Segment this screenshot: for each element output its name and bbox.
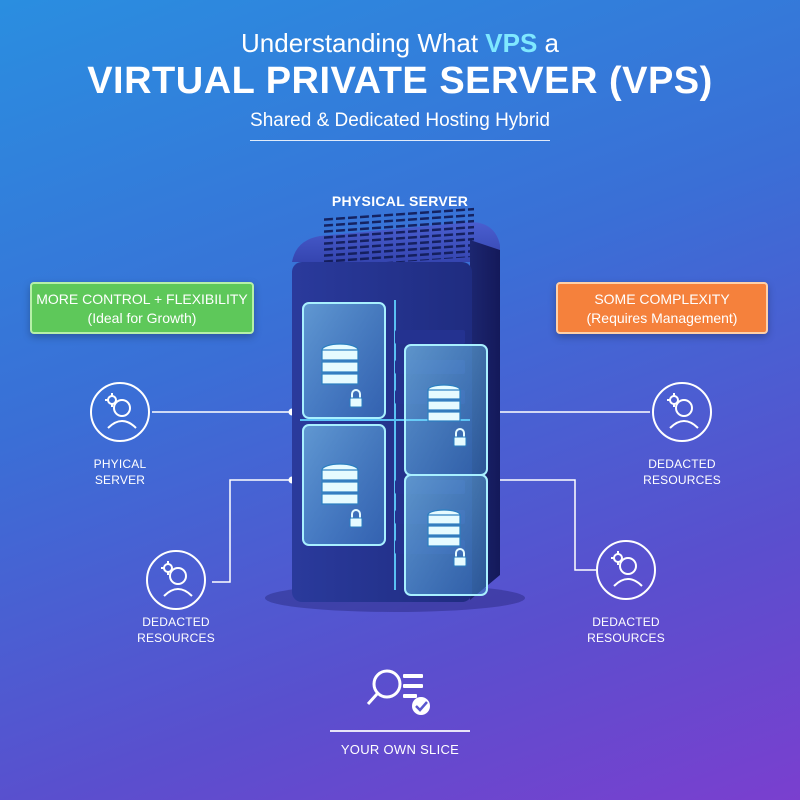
node-right-bottom-line2: RESOURCES — [587, 631, 665, 645]
lock-icon — [349, 389, 363, 408]
user-gear-icon — [90, 382, 150, 442]
node-right-top-line1: DEDACTED — [648, 457, 716, 471]
user-gear-icon — [652, 382, 712, 442]
page-title: VIRTUAL PRIVATE SERVER (VPS) — [87, 60, 713, 102]
node-left-bottom-label: DEDACTED RESOURCES — [111, 614, 241, 646]
node-right-top-line2: RESOURCES — [643, 473, 721, 487]
con-badge-subtitle: (Requires Management) — [586, 310, 738, 326]
user-gear-icon — [146, 550, 206, 610]
page-subtitle: Shared & Dedicated Hosting Hybrid — [0, 110, 800, 141]
node-left-top-line1: PHYICAL — [93, 457, 147, 471]
subtitle-text: Shared & Dedicated Hosting Hybrid — [250, 110, 550, 141]
node-left-top-label: PHYICAL SERVER — [55, 456, 185, 488]
node-right-bottom-label: DEDACTED RESOURCES — [561, 614, 691, 646]
lock-icon — [453, 428, 467, 447]
node-left-bottom-line1: DEDACTED — [142, 615, 210, 629]
node-right-bottom-line1: DEDACTED — [592, 615, 660, 629]
con-badge-title: SOME COMPLEXITY — [594, 291, 730, 307]
lock-icon — [453, 548, 467, 567]
header-line1-accent: VPS — [485, 28, 538, 58]
database-icon — [321, 463, 359, 505]
lock-icon — [349, 509, 363, 528]
search-checklist-icon — [366, 669, 430, 715]
footer-divider — [330, 730, 470, 732]
header-line1-suffix: a — [537, 28, 559, 58]
pro-badge: MORE CONTROL + FLEXIBILITY (Ideal for Gr… — [30, 282, 254, 334]
server-label: PHYSICAL SERVER — [331, 193, 469, 209]
pro-badge-title: MORE CONTROL + FLEXIBILITY — [36, 291, 248, 307]
connector-right-bottom — [493, 479, 596, 571]
database-icon — [427, 384, 461, 422]
connector-left-bottom — [212, 479, 292, 583]
node-left-bottom-line2: RESOURCES — [137, 631, 215, 645]
node-right-top-label: DEDACTED RESOURCES — [617, 456, 747, 488]
con-badge: SOME COMPLEXITY (Requires Management) — [556, 282, 768, 334]
header-line1: Understanding What VPS a — [0, 28, 800, 59]
server-vents — [324, 206, 474, 268]
database-icon — [427, 509, 461, 547]
user-gear-icon — [596, 540, 656, 600]
header-line1-prefix: Understanding What — [241, 28, 486, 58]
node-left-top-line2: SERVER — [94, 473, 146, 487]
footer-label: YOUR OWN SLICE — [340, 742, 460, 757]
database-icon — [321, 343, 359, 385]
pro-badge-subtitle: (Ideal for Growth) — [87, 310, 197, 326]
